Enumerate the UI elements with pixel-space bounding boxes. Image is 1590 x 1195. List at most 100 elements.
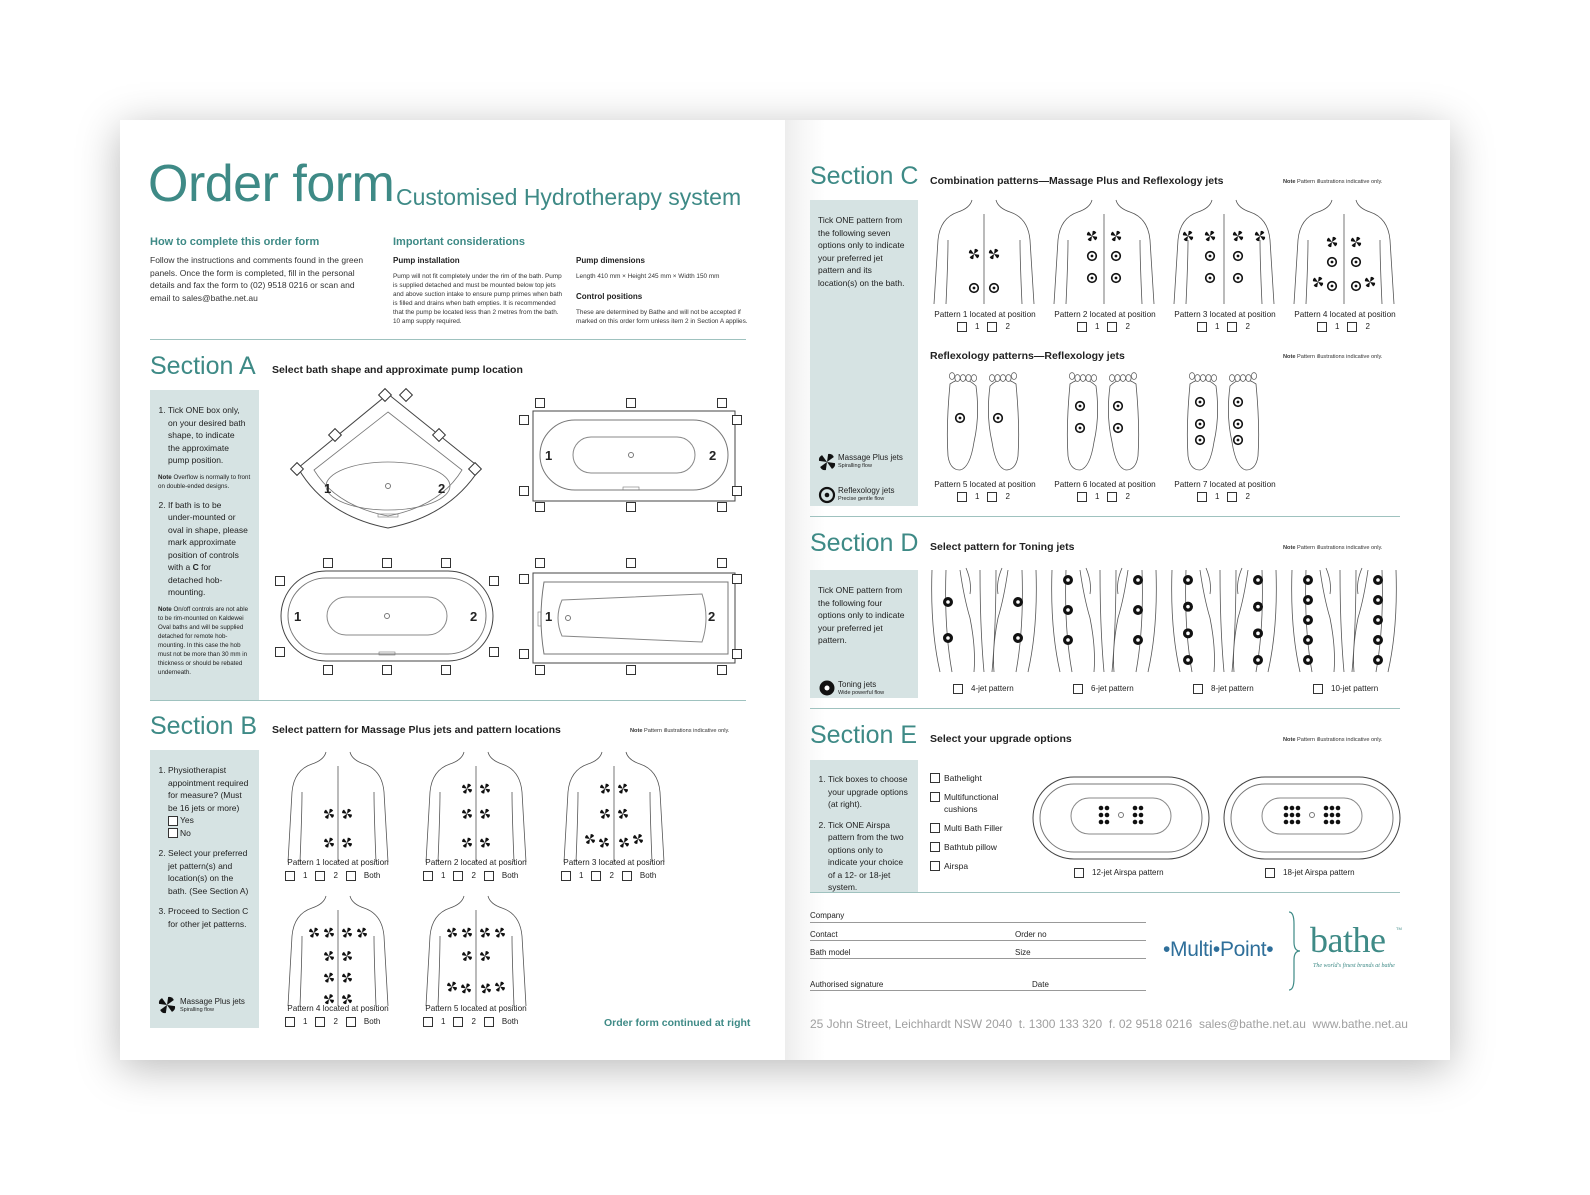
airspa-18-option: 18-jet Airspa pattern [1265,868,1363,878]
reflexology-pattern-7 [1186,372,1260,471]
position-checkbox[interactable] [1107,492,1118,502]
position-checkbox[interactable] [1317,322,1327,332]
position-checkbox[interactable] [285,1017,295,1027]
upgrade-checkbox[interactable] [930,823,940,833]
pump-location-checkbox[interactable] [382,558,392,568]
position-checkbox[interactable] [1077,322,1087,332]
upgrade-checkbox[interactable] [930,792,940,802]
toning-checkbox[interactable] [1193,684,1203,694]
toning-pattern-illustrations [931,567,1397,673]
position-checkbox[interactable] [453,871,464,881]
pump-location-checkbox[interactable] [626,665,636,675]
company-field[interactable] [810,922,1146,923]
pump-location-checkbox[interactable] [275,576,285,586]
airspa-jet [1295,805,1301,811]
pump-location-checkbox[interactable] [535,665,545,675]
pump-location-checkbox[interactable] [717,398,727,408]
position-checkbox[interactable] [315,871,326,881]
pump-location-checkbox[interactable] [441,665,451,675]
contact-order-field[interactable] [810,940,1146,941]
pump-location-checkbox[interactable] [323,665,333,675]
upgrade-checkbox[interactable] [930,861,940,871]
position-checkbox[interactable] [345,871,356,881]
torso-outline [425,895,527,1007]
position-checkbox[interactable] [591,871,602,881]
signature-date-field[interactable] [810,990,1146,991]
pump-location-checkbox[interactable] [441,558,451,568]
massage-plus-jet [480,808,490,819]
pump-location-checkbox[interactable] [535,398,545,408]
physio-yes-checkbox[interactable] [168,815,178,826]
pump-location-checkbox[interactable] [519,574,529,584]
pump-location-checkbox[interactable] [382,665,392,675]
pump-location-checkbox[interactable] [732,649,742,659]
airspa-12-jet-diagram [1032,776,1210,860]
upgrade-checkbox[interactable] [930,842,940,852]
massage-plus-jet [988,248,1000,260]
toning-checkbox[interactable] [953,684,963,694]
pump-location-checkbox[interactable] [519,415,529,425]
section-e-heading: Select your upgrade options [930,733,1072,745]
airspa-jet [1132,819,1138,825]
pump-location-checkbox[interactable] [489,647,499,657]
multipoint-logo: •Multi•Point• [1163,938,1274,961]
position-checkbox[interactable] [453,1017,464,1027]
physio-no-checkbox[interactable] [168,828,178,839]
pump-location-checkbox[interactable] [717,665,727,675]
position-checkbox[interactable] [1227,322,1238,332]
toning-checkbox[interactable] [1313,684,1323,694]
pump-location-checkbox[interactable] [323,558,333,568]
position-option: 2 [315,871,338,881]
airspa-jet [1329,812,1335,818]
position-checkbox[interactable] [1077,492,1087,502]
pump-location-checkbox[interactable] [535,558,545,568]
position-checkbox[interactable] [1227,492,1238,502]
position-checkbox[interactable] [423,871,433,881]
position-checkbox[interactable] [315,1017,326,1027]
bath-model-size-field[interactable] [810,958,1146,959]
pump-location-checkbox[interactable] [717,558,727,568]
pump-location-checkbox[interactable] [732,486,742,496]
position-checkbox[interactable] [561,871,571,881]
position-checkbox[interactable] [621,871,632,881]
pump-location-checkbox[interactable] [519,649,529,659]
reflexology-jet [968,282,980,294]
position-checkbox[interactable] [1197,322,1207,332]
massage-plus-jet [481,983,491,994]
position-checkbox[interactable] [285,871,295,881]
position-checkbox[interactable] [1347,322,1358,332]
massage-plus-jet [447,927,457,938]
position-checkbox[interactable] [957,322,967,332]
upgrade-checkbox[interactable] [930,773,940,783]
pump-location-checkbox[interactable] [519,486,529,496]
position-checkbox[interactable] [957,492,967,502]
position-checkbox[interactable] [1197,492,1207,502]
position-checkbox[interactable] [345,1017,356,1027]
position-checkbox[interactable] [987,322,998,332]
toning-jet [1373,595,1383,605]
pump-location-checkbox[interactable] [732,574,742,584]
airspa-12-checkbox[interactable] [1074,868,1084,878]
position-checkbox[interactable] [1107,322,1118,332]
massage-plus-jet [480,927,490,938]
position-checkbox[interactable] [483,871,494,881]
airspa-18-checkbox[interactable] [1265,868,1275,878]
airspa-18-label: 18-jet Airspa pattern [1283,868,1355,878]
position-checkbox[interactable] [423,1017,433,1027]
position-checkbox[interactable] [987,492,998,502]
pump-location-checkbox[interactable] [626,502,636,512]
pattern-caption: Pattern 4 located at position [1294,310,1396,319]
toning-checkbox[interactable] [1073,684,1083,694]
pump-location-checkbox[interactable] [626,398,636,408]
pump-location-checkbox[interactable] [489,576,499,586]
pump-location-checkbox[interactable] [717,502,727,512]
position-checkbox[interactable] [483,1017,494,1027]
massage-plus-jet [462,808,472,819]
oval-bath-diagram [280,570,494,662]
pump-location-checkbox[interactable] [275,647,285,657]
pump-location-checkbox[interactable] [626,558,636,568]
pump-location-checkbox[interactable] [535,502,545,512]
pump-location-checkbox[interactable] [732,415,742,425]
pattern-caption: Pattern 7 located at position [1174,480,1276,489]
pattern-caption: Pattern 2 located at position [1054,310,1156,319]
